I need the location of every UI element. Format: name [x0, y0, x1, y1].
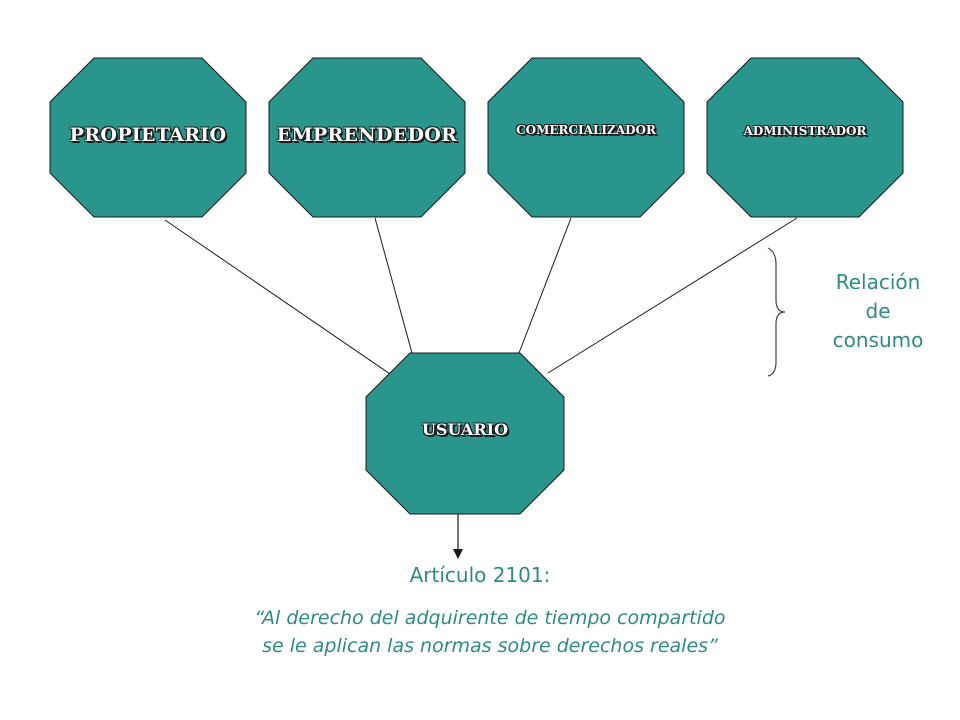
node-emprendedor-shape — [268, 57, 466, 218]
arrow-head — [453, 549, 463, 559]
node-usuario-label: USUARIO — [421, 420, 509, 439]
edge-administrador-usuario — [547, 217, 798, 374]
node-propietario-shape — [49, 57, 247, 218]
node-comercializador-shape — [487, 57, 685, 218]
relation-line-3: consumo — [832, 328, 924, 352]
node-propietario-label: PROPIETARIO — [69, 124, 227, 146]
relation-label: Relación de consumo — [818, 268, 938, 355]
article-quote: “Al derecho del adquirente de tiempo com… — [254, 607, 726, 657]
edge-comercializador-usuario — [518, 217, 572, 354]
node-administrador-shape — [706, 57, 904, 218]
node-comercializador-label: COMERCIALIZADOR — [516, 123, 656, 137]
edge-emprendedor-usuario — [374, 217, 413, 354]
node-usuario-shape — [365, 352, 565, 515]
relation-line-2: de — [865, 299, 891, 323]
relation-line-1: Relación — [835, 270, 921, 294]
edge-propietario-usuario — [164, 219, 394, 377]
article-title: Artículo 2101: — [409, 563, 551, 587]
node-administrador-label: ADMINISTRADOR — [743, 124, 867, 138]
node-emprendedor-label: EMPRENDEDOR — [276, 124, 458, 146]
relation-brace — [767, 247, 786, 377]
